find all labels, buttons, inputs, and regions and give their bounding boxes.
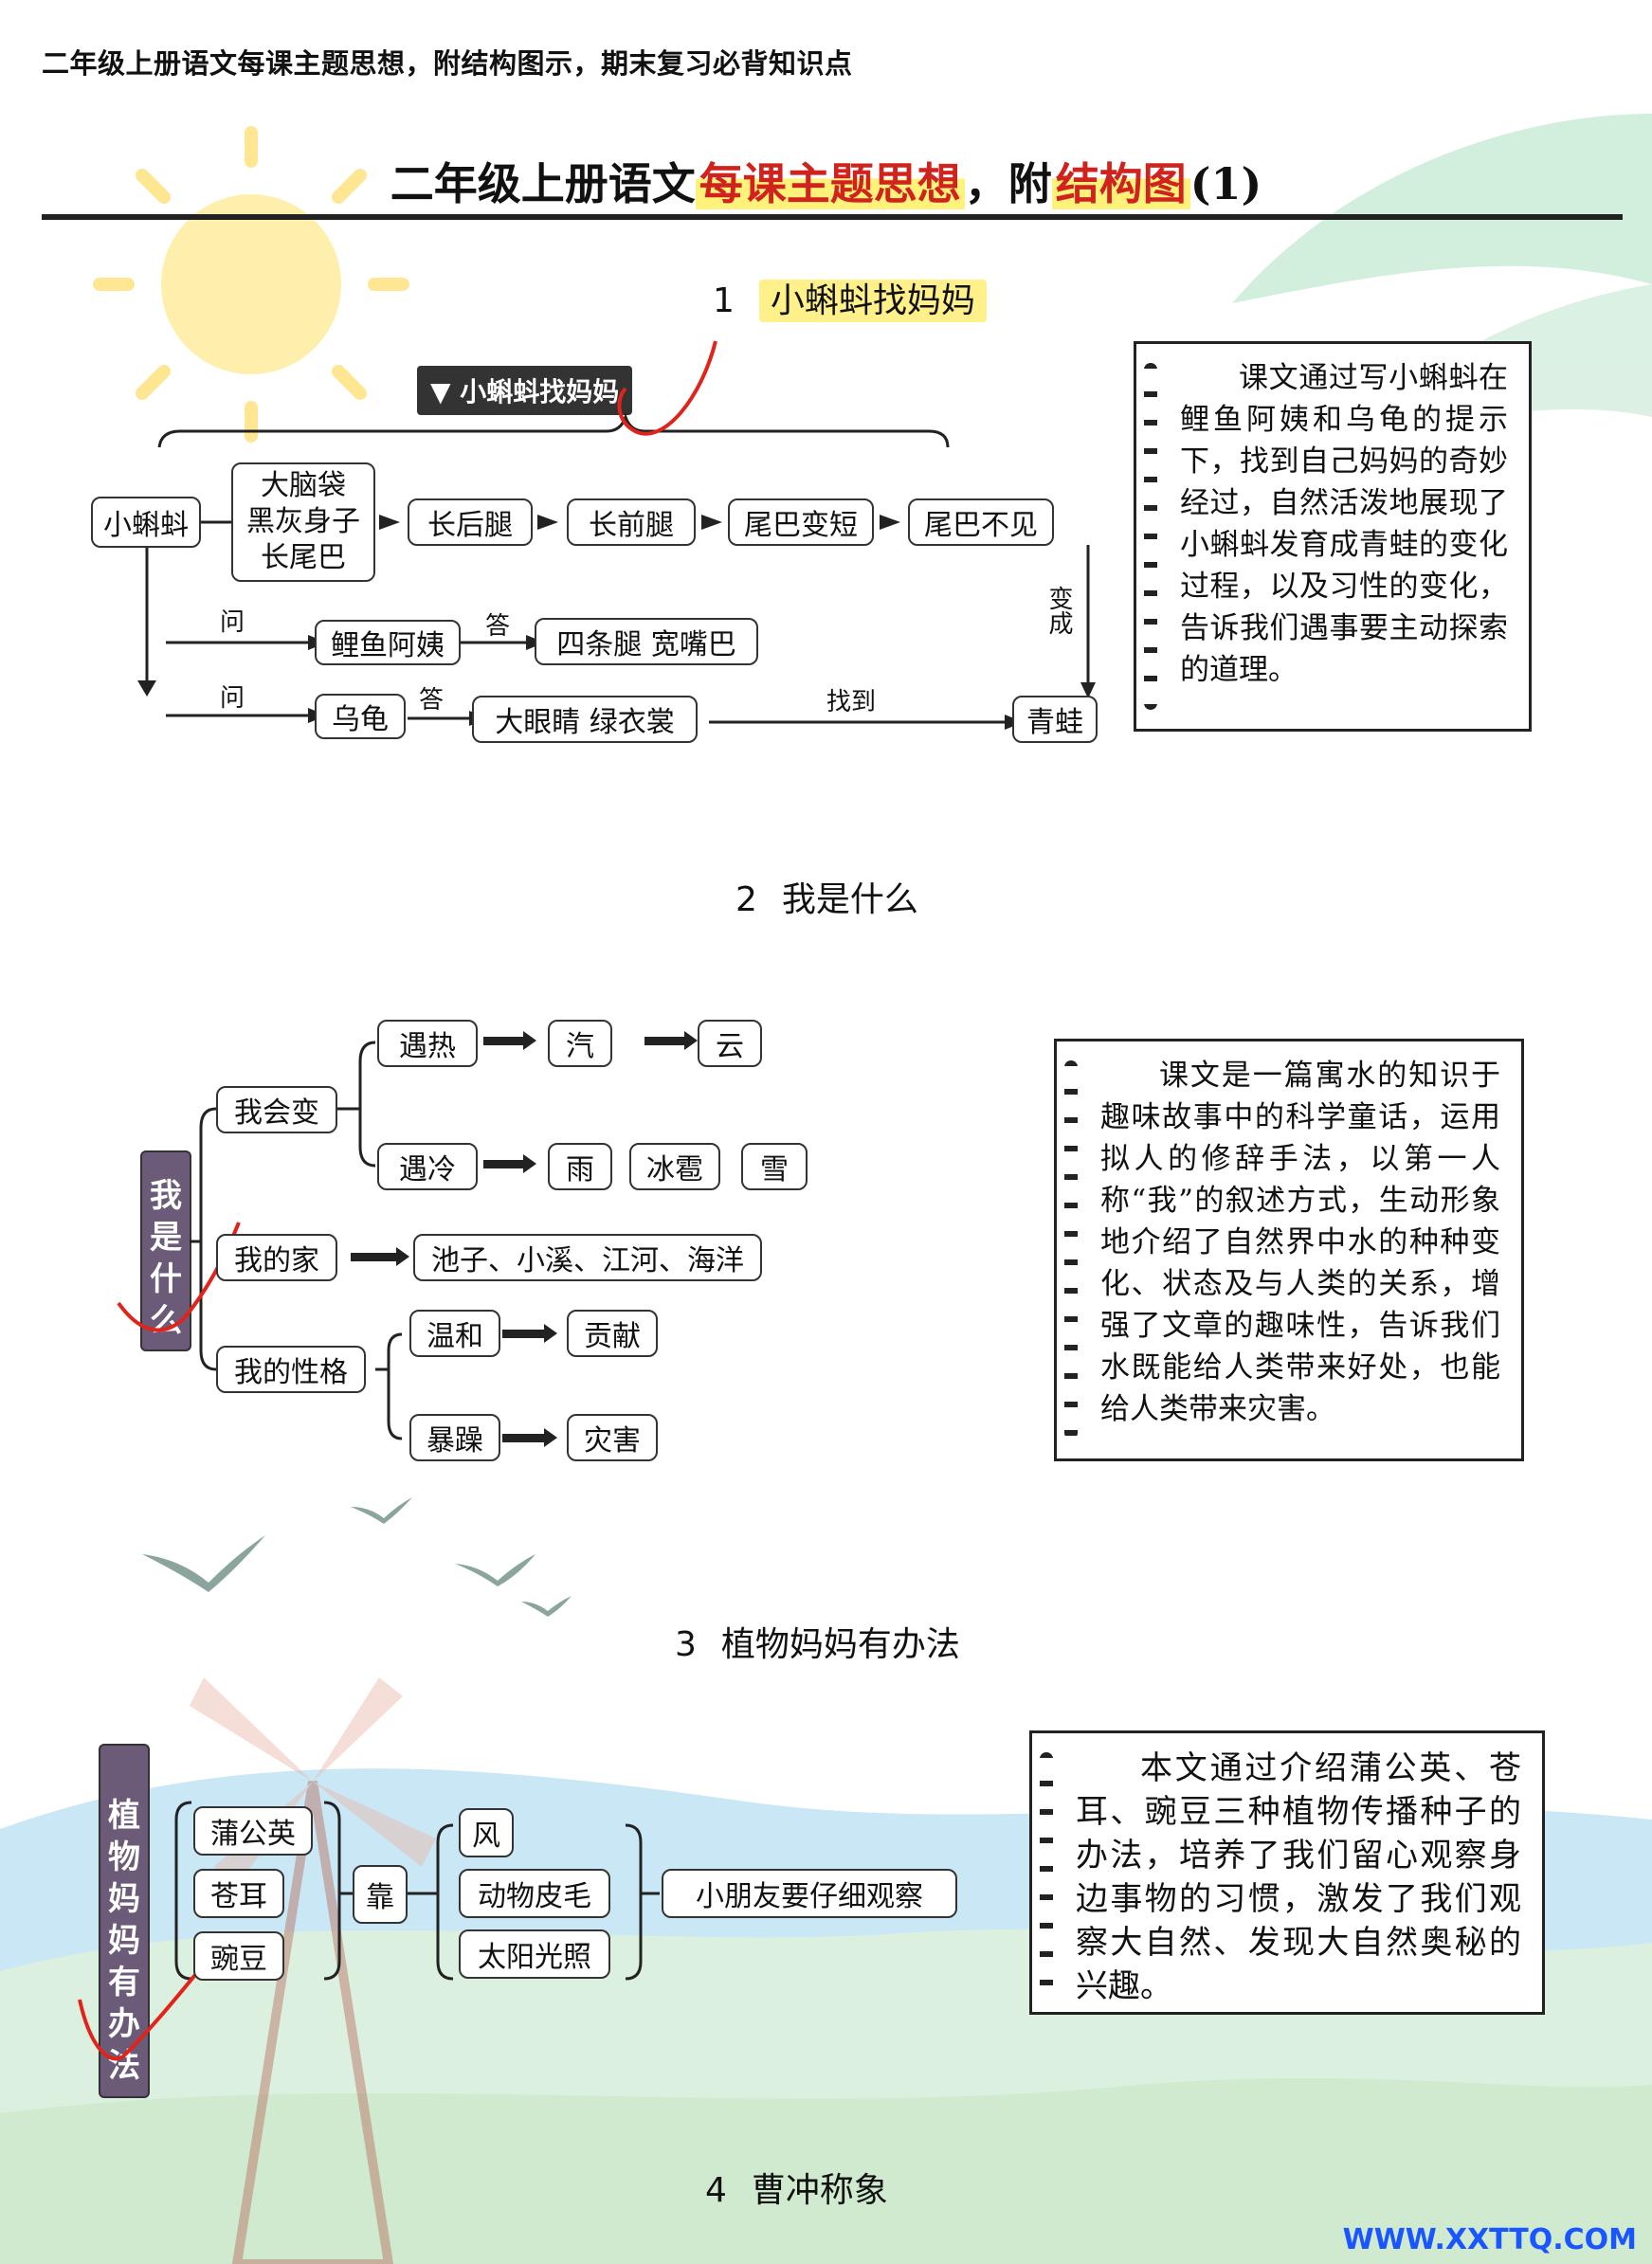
lesson1-label-found: 找到 (826, 688, 877, 716)
lesson2-summary: 课文是一篇寓水的知识于趣味故事中的科学童话，运用拟人的修辞手法，以第一人称“我”… (1054, 1039, 1524, 1461)
lesson3-title: 3 植物妈妈有办法 (675, 1617, 960, 1666)
feature-item: 黑灰身子 (246, 505, 360, 538)
lesson2-node-disaster: 灾害 (567, 1414, 658, 1461)
feature-item: 大脑袋 (261, 469, 346, 502)
lesson2-node-rain: 雨 (548, 1143, 612, 1190)
title-prefix: 二年级上册语文 (390, 158, 696, 209)
lesson1-node-turtle: 乌龟 (315, 694, 406, 739)
title-mid: ，附 (964, 158, 1052, 209)
lesson2-node-change: 我会变 (216, 1086, 337, 1133)
birds-illustration (142, 1497, 572, 1617)
lesson2-number: 2 (735, 880, 757, 919)
lesson1-node-turtle-answer: 大眼睛 绿衣裳 (472, 696, 698, 743)
feature-item: 长尾巴 (261, 541, 346, 574)
lesson3-node-rely: 靠 (353, 1865, 408, 1924)
lesson3-method-2: 动物皮毛 (459, 1869, 610, 1918)
lesson2-node-home: 我的家 (216, 1234, 337, 1281)
lesson4-title-text: 曹冲称象 (751, 2171, 888, 2210)
lesson2-node-hail: 冰雹 (629, 1143, 720, 1190)
title-highlight-2: 结构图 (1051, 158, 1190, 209)
lesson3-plant-1: 蒲公英 (193, 1806, 313, 1856)
lesson2-node-heat: 遇热 (377, 1020, 478, 1067)
lesson1-label-answer1: 答 (485, 612, 511, 641)
sun-illustration (93, 126, 409, 443)
lesson1-label-answer2: 答 (419, 686, 445, 715)
lesson1-title: 1 小蝌蚪找妈妈 (713, 273, 987, 322)
lesson3-summary-text: 本文通过介绍蒲公英、苍耳、豌豆三种植物传播种子的办法，培养了我们留心观察身边事物… (1076, 1749, 1521, 2005)
lesson1-title-text: 小蝌蚪找妈妈 (758, 280, 987, 322)
lesson3-method-3: 太阳光照 (459, 1929, 610, 1979)
lesson1-label-ask2: 问 (220, 684, 245, 713)
title-highlight-1: 每课主题思想 (695, 158, 965, 209)
lesson2-title-text: 我是什么 (781, 880, 918, 919)
lesson1-node-frog: 青蛙 (1012, 696, 1098, 743)
lesson1-summary: 课文通过写小蝌蚪在鲤鱼阿姨和乌龟的提示下，找到自己妈妈的奇妙经过，自然活泼地展现… (1134, 341, 1532, 732)
lesson1-node-stage3: 尾巴变短 (728, 498, 874, 546)
lesson2-title: 2 我是什么 (735, 872, 918, 921)
lesson1-node-stage2: 长前腿 (567, 498, 696, 546)
title-suffix: (1) (1189, 158, 1262, 209)
lesson2-summary-text: 课文是一篇寓水的知识于趣味故事中的科学童话，运用拟人的修辞手法，以第一人称“我”… (1100, 1059, 1500, 1426)
lesson3-number: 3 (675, 1625, 697, 1664)
lesson1-node-carp-answer: 四条腿 宽嘴巴 (535, 618, 758, 665)
lesson2-node-contribute: 贡献 (567, 1310, 658, 1357)
lesson1-label-ask1: 问 (220, 608, 245, 637)
lesson2-node-nature: 我的性格 (216, 1346, 366, 1393)
lesson1-summary-text: 课文通过写小蝌蚪在鲤鱼阿姨和乌龟的提示下，找到自己妈妈的奇妙经过，自然活泼地展现… (1180, 361, 1508, 687)
play-icon: ▼ (430, 376, 461, 408)
lesson3-summary: 本文通过介绍蒲公英、苍耳、豌豆三种植物传播种子的办法，培养了我们留心观察身边事物… (1029, 1730, 1545, 2015)
lesson3-plant-3: 豌豆 (193, 1931, 284, 1981)
lesson1-tag-text: 小蝌蚪找妈妈 (460, 376, 620, 408)
lesson1-node-stage1: 长后腿 (408, 498, 533, 546)
title-rule (42, 214, 1623, 220)
lesson4-number: 4 (705, 2171, 727, 2210)
lesson4-title: 4 曹冲称象 (705, 2163, 888, 2212)
lesson1-tag: ▼ 小蝌蚪找妈妈 (417, 366, 633, 415)
lesson2-node-snow: 雪 (741, 1143, 808, 1190)
lesson2-node-cold: 遇冷 (377, 1143, 478, 1190)
lesson2-node-places: 池子、小溪、江河、海洋 (413, 1234, 762, 1281)
lesson3-plant-2: 苍耳 (193, 1869, 284, 1918)
page-title: 二年级上册语文每课主题思想，附结构图(1) (0, 150, 1652, 212)
lesson1-node-carp: 鲤鱼阿姨 (315, 620, 461, 665)
lesson3-title-text: 植物妈妈有办法 (720, 1625, 960, 1664)
lesson3-node-conclusion: 小朋友要仔细观察 (662, 1869, 957, 1918)
lesson2-node-violent: 暴躁 (409, 1414, 500, 1461)
lesson2-node-vapor: 汽 (548, 1020, 612, 1067)
lesson3-method-1: 风 (459, 1808, 514, 1857)
lesson1-node-features: 大脑袋 黑灰身子 长尾巴 (231, 462, 375, 582)
lesson1-node-stage4: 尾巴不见 (908, 498, 1054, 546)
lesson2-node-gentle: 温和 (409, 1310, 500, 1357)
lesson1-node-tadpole: 小蝌蚪 (91, 497, 201, 548)
lesson1-number: 1 (713, 281, 735, 320)
footer-watermark: WWW.XXTTQ.COM (1342, 2223, 1637, 2256)
lesson2-node-cloud: 云 (698, 1020, 762, 1067)
lesson1-label-become: 变成 (1044, 586, 1073, 635)
page-header: 二年级上册语文每课主题思想，附结构图示，期末复习必背知识点 (42, 47, 853, 80)
